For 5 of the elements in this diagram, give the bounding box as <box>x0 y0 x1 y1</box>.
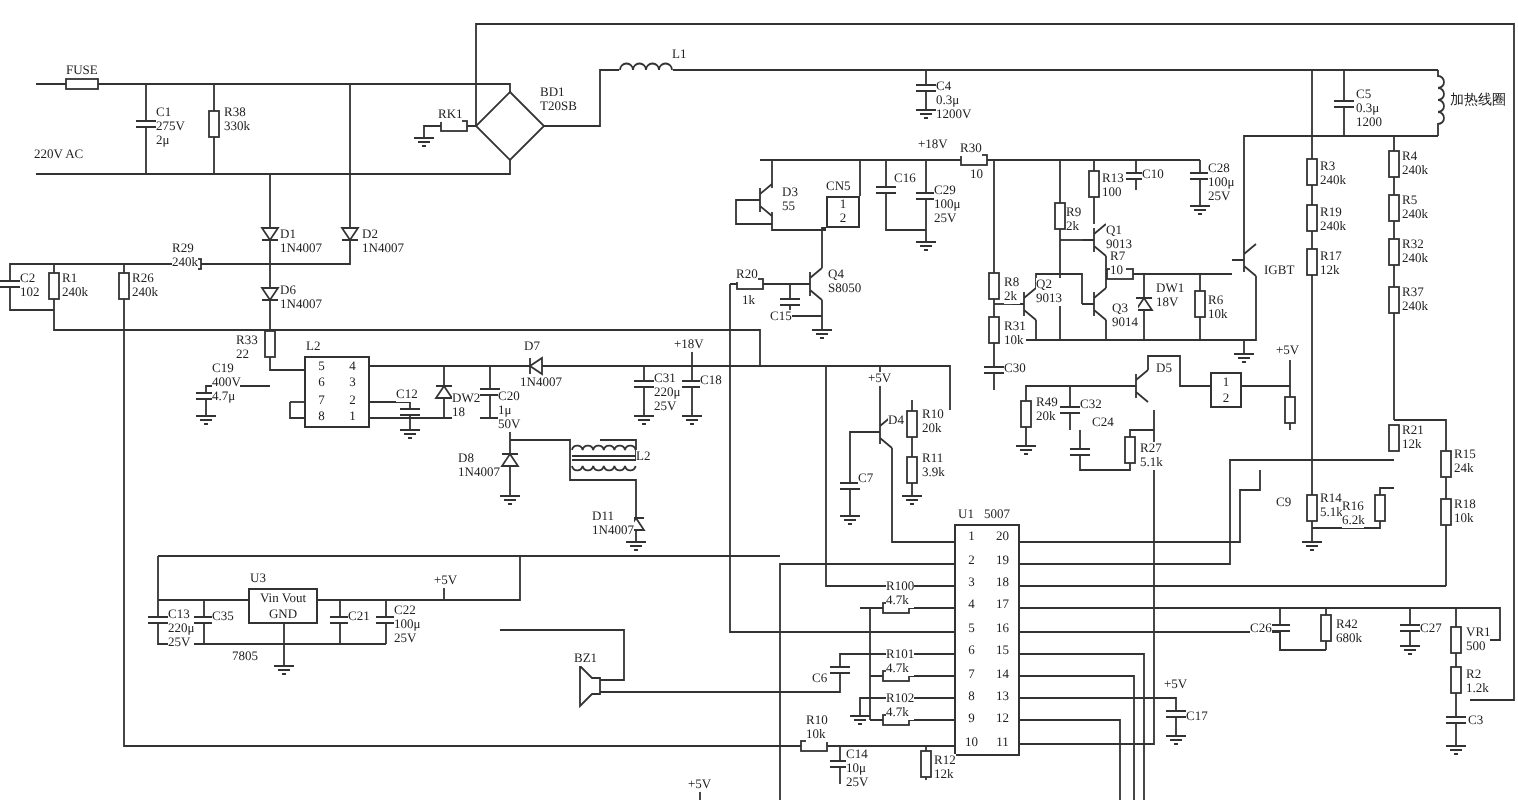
ic-box <box>304 356 370 428</box>
connector-box <box>826 196 860 228</box>
ic-box <box>954 524 1020 756</box>
ic-box <box>248 588 318 624</box>
optocoupler-box <box>1210 372 1242 408</box>
